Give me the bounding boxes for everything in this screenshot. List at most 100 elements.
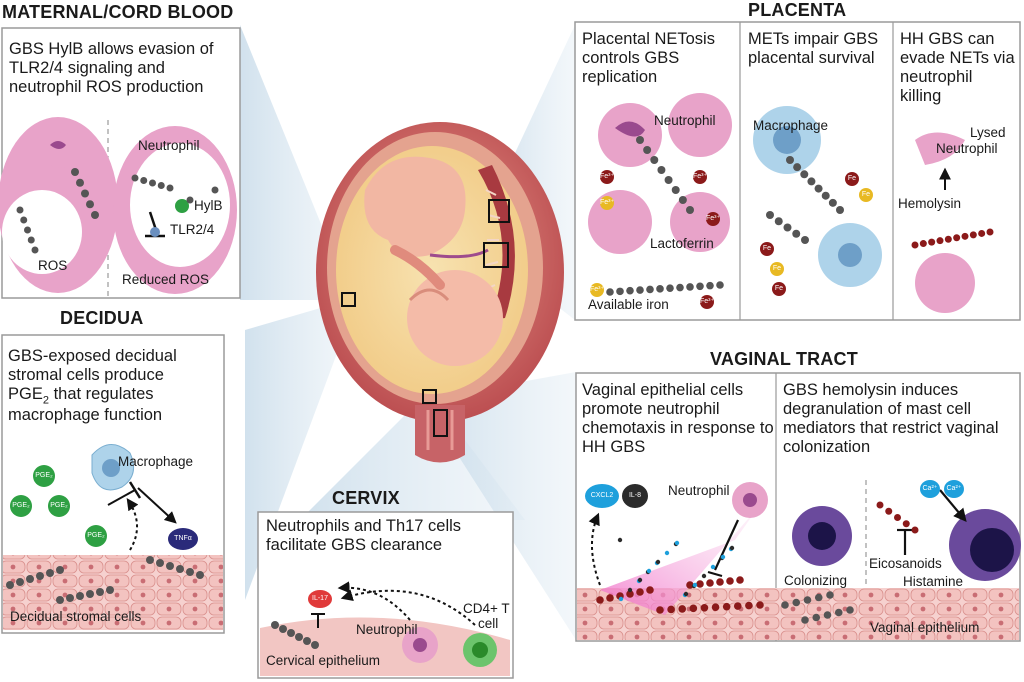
iron-marker: Fe³⁺ [590, 283, 604, 297]
reduced-ros-label: Reduced ROS [122, 272, 210, 287]
iron-marker: Fe³⁺ [693, 170, 707, 184]
gbs-bacterium [96, 588, 104, 596]
gbs-bacterium [876, 501, 884, 509]
histamine-label: Histamine [903, 574, 964, 589]
gbs-bacterium [783, 223, 792, 232]
gbs-bacterium [271, 621, 279, 629]
gbs-bacterium [16, 578, 24, 586]
gbs-bacterium [646, 586, 654, 594]
iron-marker: Fe³⁺ [706, 212, 720, 226]
chemokine-dot [674, 540, 680, 546]
gbs-bacterium [706, 281, 714, 290]
gbs-bacterium [745, 601, 753, 610]
gbs-bacterium [821, 191, 830, 200]
gbs-bacterium [295, 633, 303, 641]
chemokine-dot [627, 587, 633, 593]
chemokine-dot [646, 568, 652, 574]
gbs-bacterium [31, 246, 39, 254]
gbs-bacterium [902, 520, 910, 528]
gbs-bacterium [700, 603, 709, 612]
gbs-bacterium [27, 236, 35, 244]
chemokine-dot [701, 573, 707, 579]
maternal-description: GBS HylB allows evasion of TLR2/4 signal… [9, 40, 214, 96]
gbs-bacterium [186, 568, 194, 576]
gbs-bacterium [807, 177, 816, 186]
gbs-bacterium [311, 641, 319, 649]
chemokine-dot [683, 591, 689, 597]
gbs-bacterium [711, 603, 720, 612]
gbs-bacterium [71, 168, 79, 176]
colonizing-label: Colonizing [784, 573, 848, 588]
placenta-panel-3-text: HH GBS can evade NETs via neutrophil kil… [900, 30, 1015, 105]
cervix-description: Neutrophils and Th17 cells facilitate GB… [266, 517, 462, 554]
gbs-bacterium [657, 166, 666, 174]
gbs-bacterium [287, 629, 295, 637]
gbs-bacterium [792, 598, 801, 607]
bacteria-and-molecule-marks [6, 136, 994, 649]
gbs-bacterium [689, 604, 698, 613]
il8-badge: IL-8 [622, 484, 648, 508]
gbs-bacterium [706, 579, 714, 587]
gbs-bacterium [86, 200, 94, 209]
gbs-bacterium [211, 186, 219, 194]
gbs-bacterium [678, 196, 687, 204]
cd4-label-line2: cell [478, 616, 499, 631]
gbs-bacterium [667, 605, 675, 614]
gbs-bacterium [786, 156, 794, 164]
gbs-bacterium [766, 211, 774, 219]
cervix-panel [257, 511, 514, 679]
gbs-bacterium [131, 174, 139, 182]
decidua-macrophage-label: Macrophage [118, 454, 194, 469]
gbs-bacterium [626, 286, 634, 295]
gbs-bacterium [303, 637, 311, 645]
gbs-bacterium [656, 606, 664, 614]
gbs-bacterium [722, 602, 731, 611]
gbs-bacterium [961, 232, 969, 240]
chemokine-dot [710, 564, 716, 570]
uterus-fetus-illustration [316, 122, 564, 463]
available-iron-label: Available iron [588, 297, 669, 312]
gbs-bacterium [606, 288, 614, 296]
gbs-bacterium [166, 562, 174, 570]
gbs-bacterium [146, 556, 154, 564]
gbs-bacterium [157, 182, 165, 189]
gbs-bacterium [814, 593, 823, 602]
gbs-bacterium [696, 580, 704, 588]
gbs-bacterium [801, 616, 809, 624]
gbs-bacterium [781, 601, 789, 609]
gbs-bacterium [716, 281, 724, 289]
gbs-bacterium [800, 170, 809, 179]
gbs-bacterium [928, 238, 936, 246]
gbs-bacterium [944, 235, 952, 243]
iron-marker: Fe [772, 282, 786, 296]
gbs-bacterium [106, 586, 114, 594]
pge2-molecule: PGE₂ [48, 495, 70, 517]
gbs-bacterium [140, 177, 148, 184]
ros-label: ROS [38, 258, 68, 273]
gbs-bacterium [606, 594, 614, 602]
decidua-description-line3: PGE2 that regulates [8, 385, 154, 407]
chemokine-dot [618, 596, 624, 602]
chemokine-dot [637, 577, 643, 583]
placenta-panel-1-text: Placental NETosis controls GBS replicati… [582, 30, 715, 86]
gbs-bacterium [86, 590, 94, 598]
gbs-bacterium [885, 507, 893, 515]
cxcl2-badge: CXCL2 [585, 484, 619, 508]
pge2-molecule: PGE₂ [10, 495, 32, 517]
gbs-bacterium [196, 571, 204, 579]
chemokine-dot [617, 537, 623, 543]
gbs-bacterium [969, 231, 977, 239]
gbs-bacterium [46, 569, 54, 577]
tnfa-molecule: TNFα [168, 528, 198, 550]
hemolysin-label: Hemolysin [898, 196, 962, 211]
gbs-bacterium [812, 613, 821, 622]
cervix-title: CERVIX [332, 488, 400, 508]
gbs-bacterium [836, 206, 844, 214]
iron-marker: Fe³⁺ [600, 170, 614, 184]
gbs-bacterium [826, 591, 834, 599]
gbs-bacterium [834, 608, 843, 617]
gbs-bacterium [636, 588, 644, 596]
chemokine-dot [720, 554, 726, 560]
